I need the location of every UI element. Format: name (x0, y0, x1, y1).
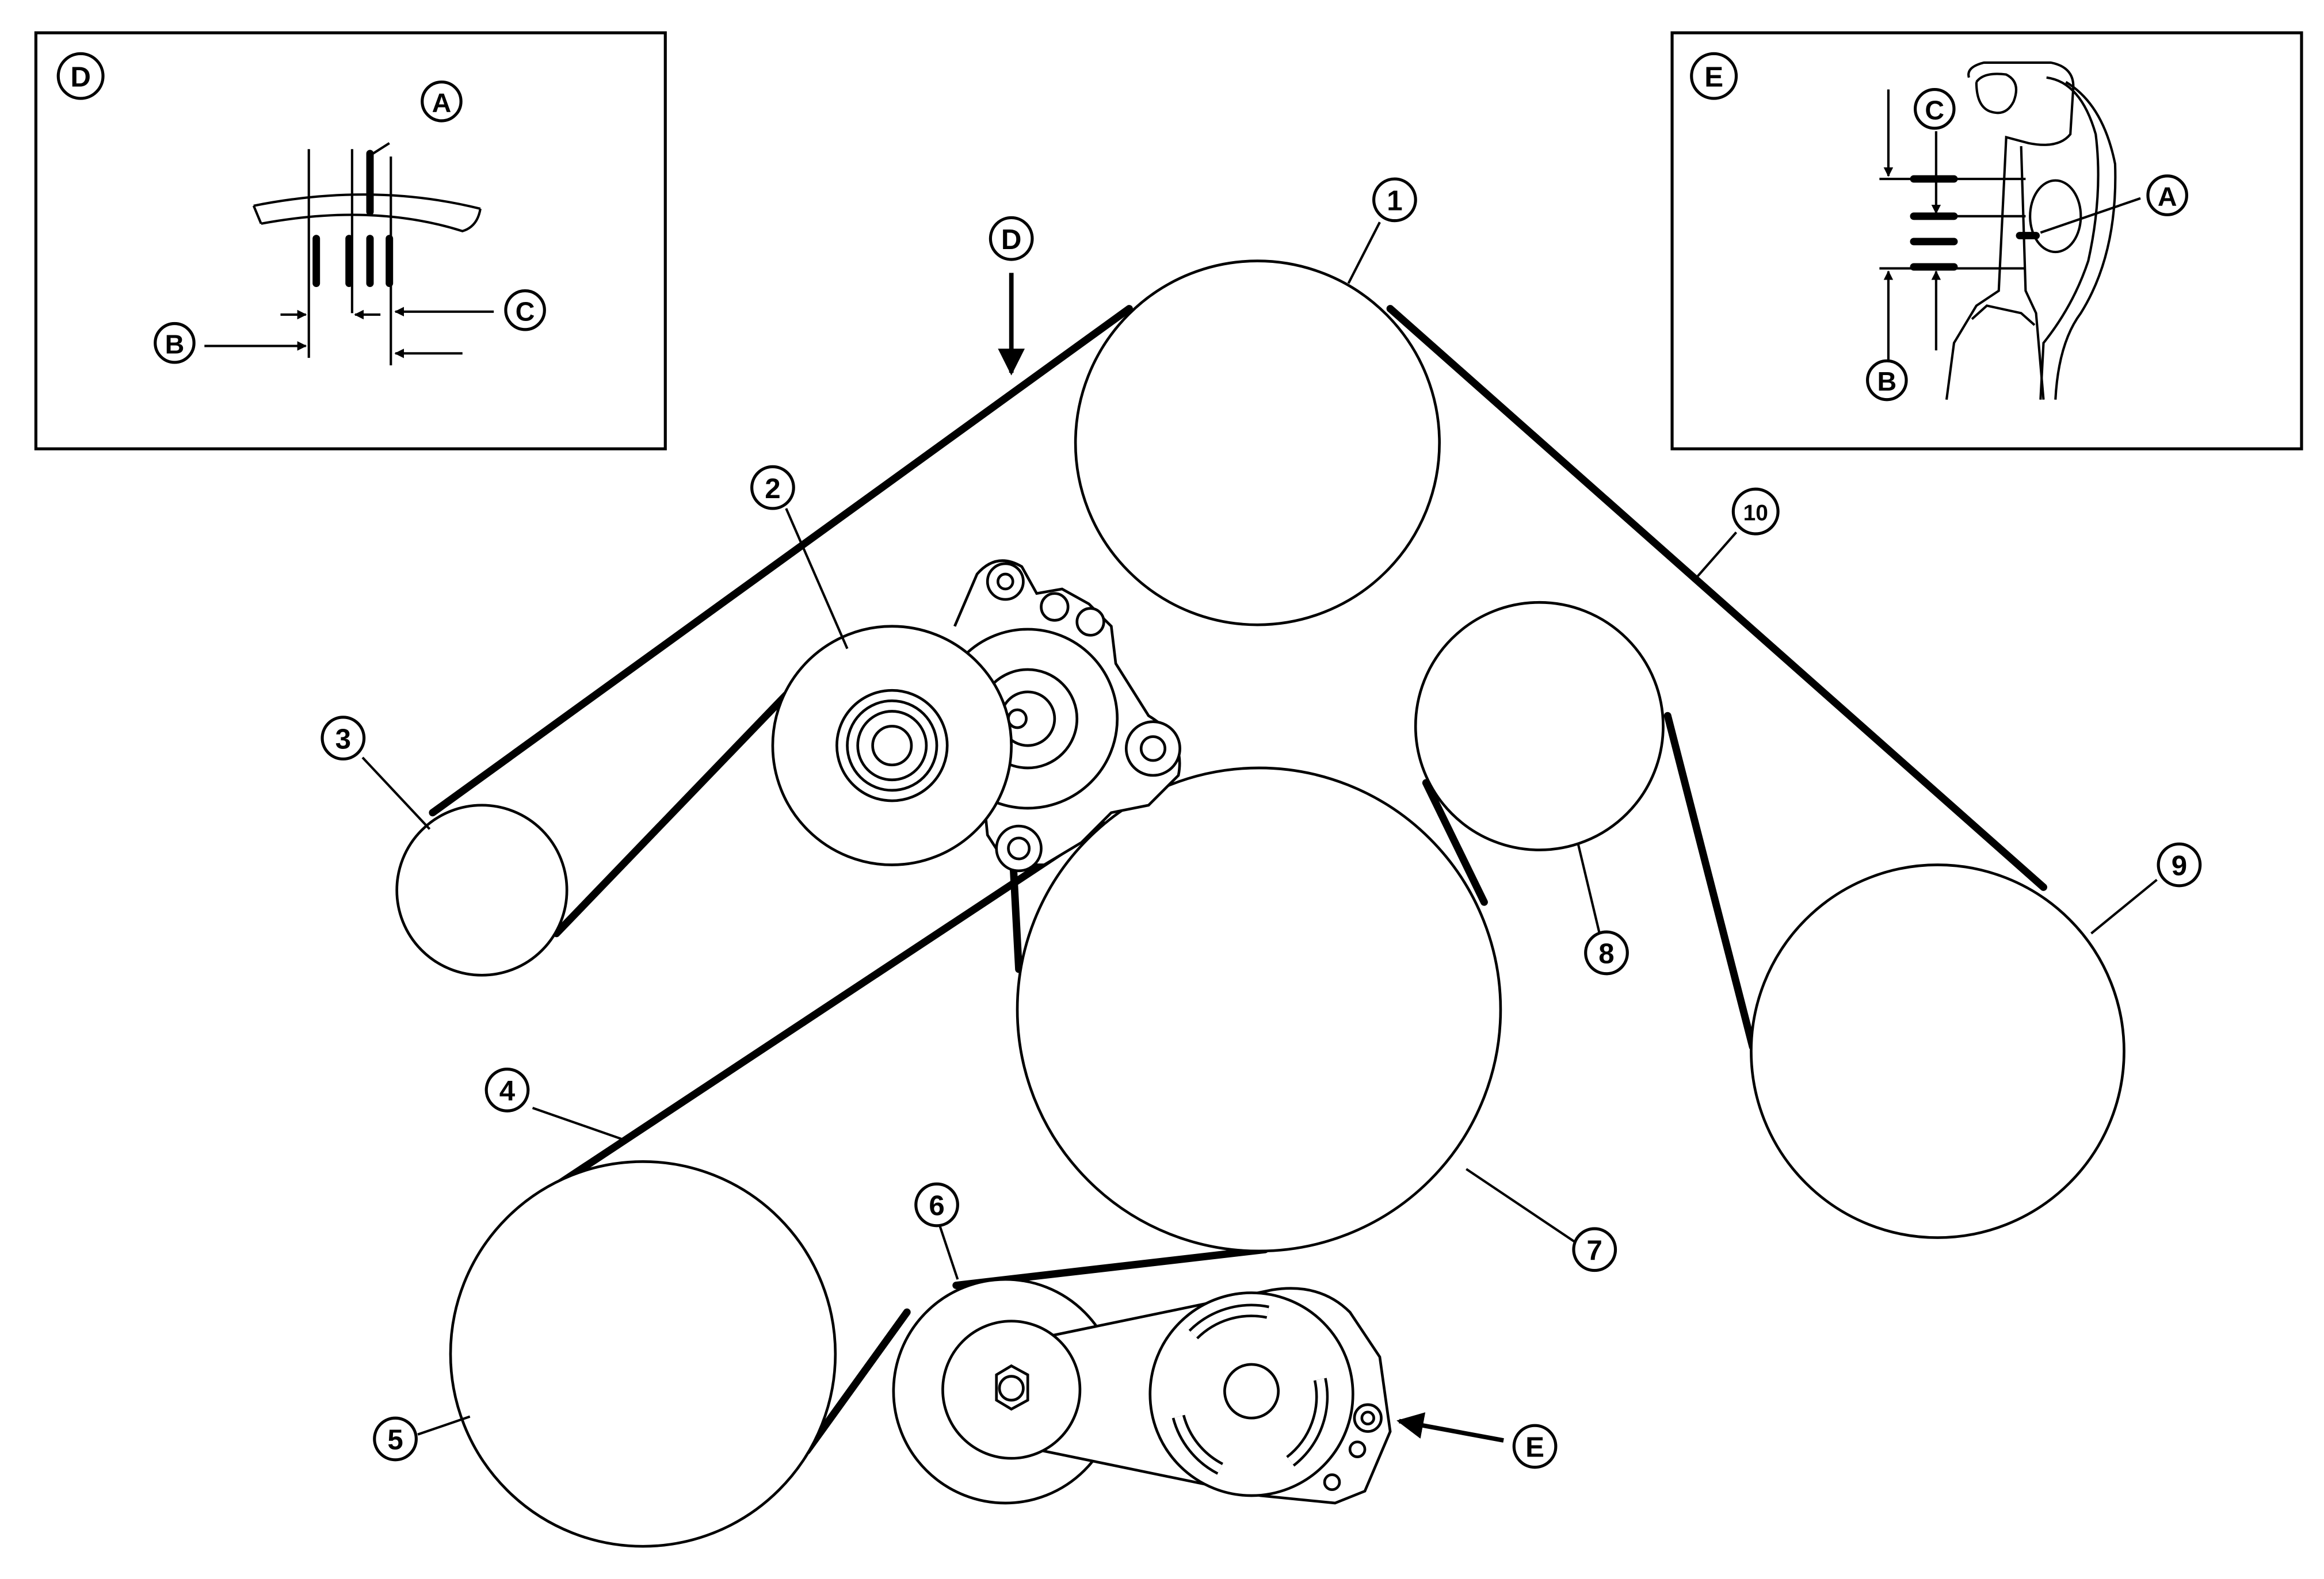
callout-10: 10 (1731, 487, 1780, 536)
inset-d-label-b-text: B (165, 329, 185, 359)
callout-7: 7 (1572, 1227, 1617, 1272)
inset-d-label-a-text: A (432, 87, 452, 117)
inset-e-bracket (1945, 61, 2117, 400)
callout-4: 4 (484, 1068, 530, 1112)
inset-d: D A B C (34, 31, 667, 450)
pulley-1 (1074, 259, 1441, 626)
view-pointer-e (1396, 1412, 1504, 1443)
inset-d-belt (252, 149, 482, 366)
inset-e-label-c-text: C (1925, 95, 1944, 125)
pulley-9 (1750, 863, 2125, 1239)
pulley-8 (1414, 601, 1665, 851)
inset-e-label-b: B (1866, 359, 1908, 402)
callout-d: D (989, 216, 1034, 261)
pulley-5 (449, 1160, 837, 1548)
idler-pulley-2 (771, 559, 1181, 873)
inset-d-label-c: C (504, 289, 546, 331)
inset-d-badge: D (56, 52, 105, 100)
pulley-7 (1016, 766, 1502, 1253)
leader-lines (361, 221, 2158, 1436)
callout-3: 3 (320, 716, 366, 761)
callout-1: 1 (1372, 177, 1417, 223)
callout-2: 2 (750, 465, 795, 510)
inset-d-label-a: A (421, 80, 463, 123)
inset-e-label-a: A (2146, 174, 2188, 216)
inset-d-label-c-text: C (516, 296, 535, 326)
callout-5: 5 (373, 1416, 418, 1462)
inset-e-label-a-text: A (2158, 182, 2177, 212)
inset-e-label-c: C (1913, 87, 1956, 130)
callout-6-text: 6 (929, 1190, 944, 1222)
inset-d-label-b: B (154, 322, 196, 364)
callout-10-text: 10 (1743, 501, 1768, 526)
callout-7-text: 7 (1587, 1234, 1602, 1266)
callout-8-text: 8 (1598, 938, 1614, 970)
callout-e: E (1512, 1424, 1558, 1469)
callout-9-text: 9 (2172, 850, 2187, 882)
callout-9: 9 (2157, 842, 2202, 888)
callout-3-text: 3 (335, 723, 351, 755)
tensioner-6 (892, 1278, 1392, 1505)
callout-e-text: E (1525, 1432, 1544, 1463)
callout-d-text: D (1001, 224, 1022, 255)
callout-1-text: 1 (1387, 185, 1402, 217)
drive-belt (429, 305, 2047, 1455)
inset-e-badge: E (1690, 52, 1738, 100)
inset-e-label-b-text: B (1877, 366, 1896, 396)
inset-e-badge-text: E (1704, 61, 1723, 93)
inset-e-dimension-lines (1879, 89, 2141, 361)
inset-d-badge-text: D (70, 61, 91, 93)
callout-8: 8 (1584, 930, 1629, 976)
callout-2-text: 2 (765, 473, 780, 504)
callout-4-text: 4 (499, 1075, 516, 1107)
inset-d-marks (312, 150, 394, 288)
inset-d-arrows (204, 142, 494, 358)
pulley-3 (395, 804, 568, 977)
callout-5-text: 5 (387, 1424, 403, 1456)
callout-6: 6 (914, 1182, 959, 1228)
inset-e: E A B C (1670, 31, 2303, 450)
